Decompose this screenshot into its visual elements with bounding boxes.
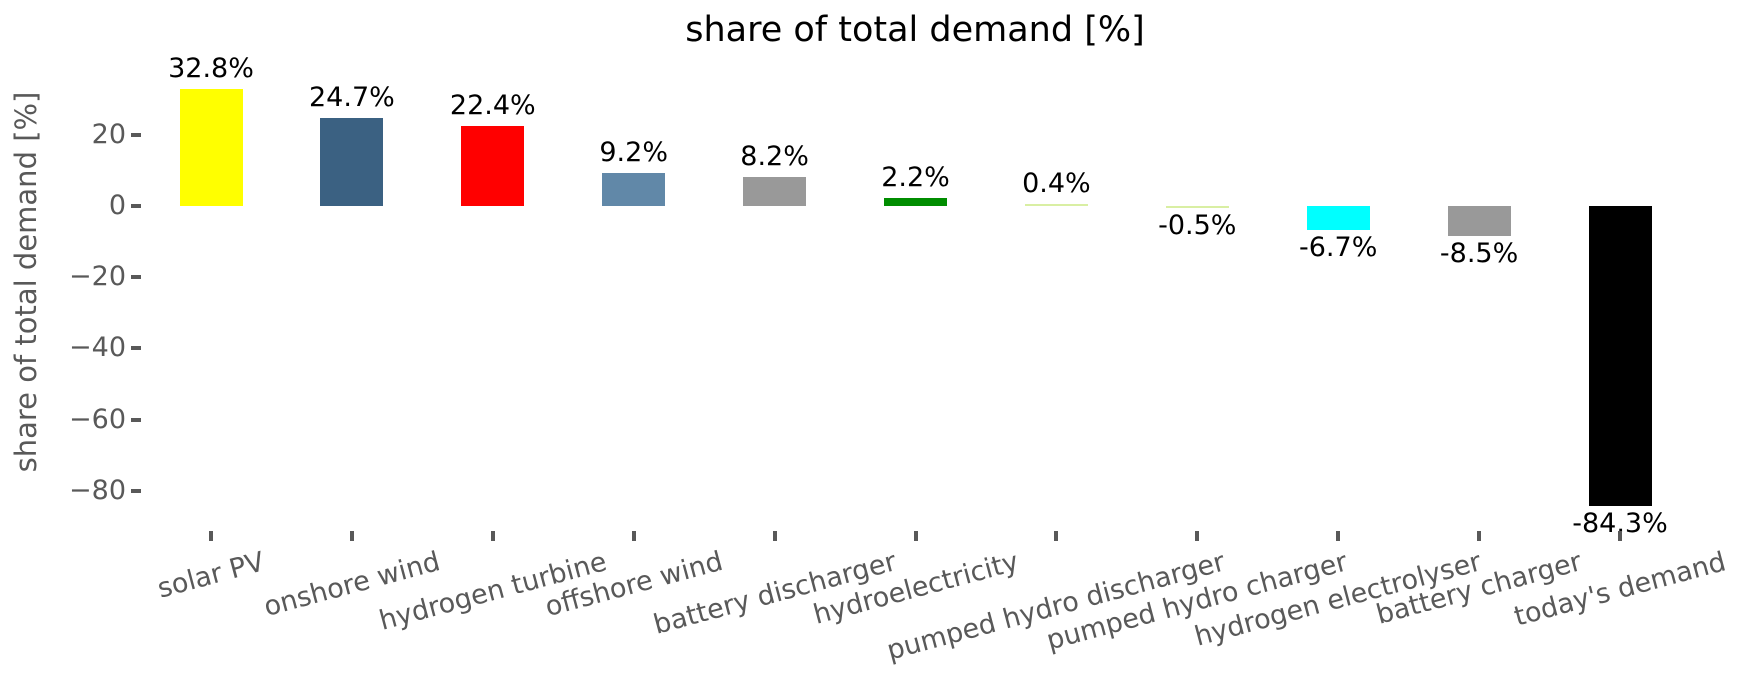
bar-value-label: 2.2%	[881, 162, 950, 194]
x-tick-mark	[490, 531, 495, 541]
y-tick-mark	[131, 132, 141, 137]
bar-hydrogen-turbine	[461, 126, 525, 206]
bar-onshore-wind	[320, 118, 384, 206]
bar-value-label: -6.7%	[1299, 231, 1378, 263]
bar-value-label: 9.2%	[599, 137, 668, 169]
bar-value-label: 0.4%	[1022, 168, 1091, 199]
bar-solar-pv	[179, 89, 243, 206]
y-tick-mark	[131, 417, 141, 422]
y-tick-label: −80	[69, 474, 126, 506]
x-tick-mark	[1618, 531, 1622, 541]
y-tick-mark	[131, 488, 141, 493]
bar-battery-discharger	[743, 176, 807, 206]
bar-value-label: 22.4%	[449, 90, 536, 122]
x-tick-mark	[1054, 531, 1059, 541]
bar-value-label: -0.5%	[1158, 210, 1237, 241]
bar-offshore-wind	[602, 173, 666, 206]
y-tick-label: 20	[91, 118, 126, 150]
chart-title: share of total demand [%]	[685, 10, 1145, 50]
y-tick-label: −20	[69, 261, 126, 293]
y-tick-mark	[131, 275, 141, 280]
bar-value-label: -8.5%	[1439, 238, 1519, 270]
x-tick-mark	[913, 531, 918, 541]
bar-pumped-hydro-charger	[1165, 206, 1229, 208]
bar-hydrogen-electrolyser	[1306, 206, 1370, 230]
x-tick-mark	[631, 531, 636, 541]
x-tick-mark	[1195, 531, 1200, 541]
bar-battery-charger	[1447, 206, 1511, 237]
bar-today-s-demand	[1588, 206, 1652, 507]
x-tick-mark	[209, 531, 213, 541]
x-tick-mark	[772, 531, 777, 541]
bar-pumped-hydro-discharger	[1024, 204, 1088, 206]
x-tick-label: solar PV	[154, 546, 268, 605]
y-tick-mark	[131, 204, 141, 208]
y-tick-label: 0	[108, 190, 126, 221]
x-tick-mark	[1336, 531, 1341, 541]
bar-value-label: 24.7%	[309, 82, 395, 114]
bar-hydroelectricity	[884, 198, 947, 206]
y-tick-label: −40	[69, 332, 126, 364]
x-tick-mark	[1477, 531, 1482, 541]
y-tick-label: −60	[69, 403, 126, 435]
bar-value-label: 8.2%	[740, 140, 809, 172]
y-tick-mark	[131, 346, 141, 351]
x-tick-mark	[349, 531, 354, 541]
bar-value-label: 32.8%	[168, 53, 254, 85]
